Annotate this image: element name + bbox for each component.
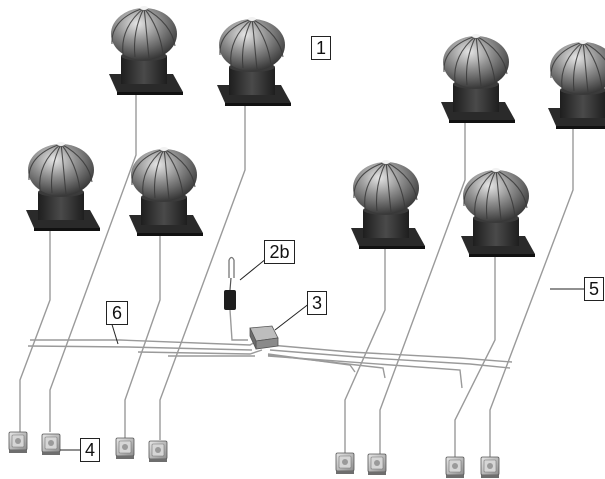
callout-bus: 6 [106, 301, 128, 325]
roof-ventilator-icon [25, 141, 101, 232]
wall-switch-icon [8, 431, 28, 454]
callout-controller: 3 [307, 291, 327, 315]
wall-switch-icon [148, 440, 168, 463]
roof-ventilator-icon [547, 39, 605, 130]
wall-switch-icon [41, 433, 61, 456]
callout-sensor: 2b [264, 240, 295, 264]
wall-switch-icon [445, 456, 465, 479]
roof-ventilator-icon [460, 167, 536, 258]
temperature-sensor-icon [224, 256, 236, 310]
wall-switch-icon [367, 453, 387, 476]
roof-ventilator-icon [108, 5, 184, 96]
callout-turbine: 1 [311, 36, 331, 60]
wall-switch-icon [480, 456, 500, 479]
control-box-icon [249, 325, 279, 350]
wiring [19, 88, 574, 460]
wall-switch-icon [335, 452, 355, 475]
roof-ventilator-icon [216, 16, 292, 107]
roof-ventilator-icon [350, 159, 426, 250]
roof-ventilator-icon [440, 33, 516, 124]
roof-ventilator-icon [128, 146, 204, 237]
callout-switch: 4 [80, 438, 100, 462]
wall-switch-icon [115, 437, 135, 460]
callout-cable: 5 [584, 277, 604, 301]
